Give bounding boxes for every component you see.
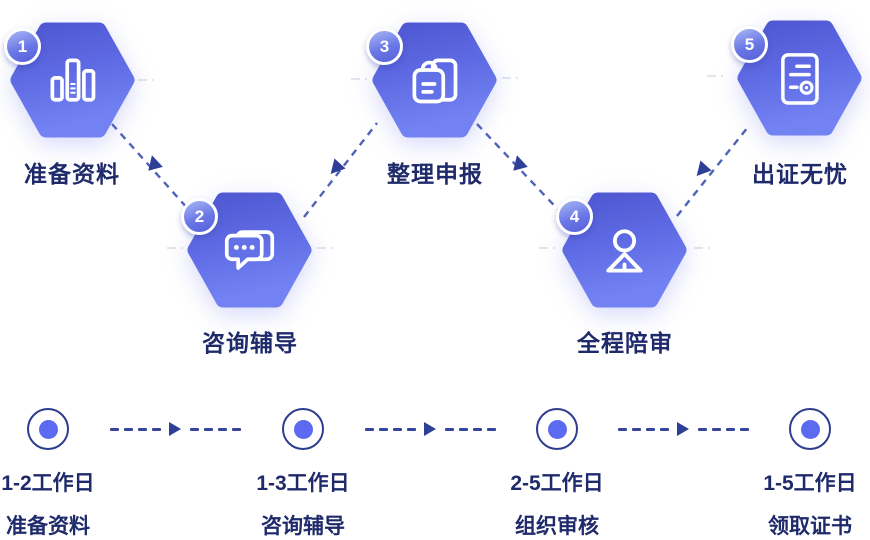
arrow-right-icon: [677, 422, 689, 436]
step-label-4: 全程陪审: [577, 330, 673, 356]
step-number: 3: [379, 36, 390, 56]
timeline-label: 组织审核: [515, 515, 599, 538]
hexagon-shape: [10, 22, 135, 138]
step-hexagon-4: 4: [556, 192, 687, 308]
timeline-duration: 1-5工作日: [763, 472, 857, 495]
step-number-badge: 1: [4, 28, 41, 65]
timeline-label: 准备资料: [6, 515, 90, 538]
timeline-dot-inner: [293, 419, 313, 439]
arrow-right-icon: [424, 422, 436, 436]
arrow-right-icon: [169, 422, 181, 436]
timeline-dot-inner: [800, 419, 820, 439]
arrowhead-icon: [330, 158, 346, 174]
timeline-label: 领取证书: [768, 515, 852, 538]
person-icon: [606, 229, 643, 273]
hexagon-shape: [737, 20, 862, 136]
step-hexagon-1: 1: [4, 22, 135, 138]
step-label-2: 咨询辅导: [202, 330, 298, 356]
timeline-node-4: 1-5工作日 领取证书: [725, 408, 870, 540]
chat-bubbles-icon: [224, 230, 275, 270]
step-number: 5: [744, 34, 755, 54]
timeline-node-3: 2-5工作日 组织审核: [472, 408, 642, 540]
timeline-dot-inner: [38, 419, 58, 439]
step-number: 1: [17, 36, 28, 56]
timeline-connector: [355, 422, 505, 436]
timeline-dot: [789, 408, 831, 450]
briefcase-document-icon: [412, 58, 458, 104]
timeline-dot: [27, 408, 69, 450]
arrowhead-icon: [696, 160, 712, 176]
timeline-dot-inner: [547, 419, 567, 439]
timeline-node-1: 1-2工作日 准备资料: [0, 408, 133, 540]
step-number-badge: 4: [556, 198, 593, 235]
step-label-5: 出证无忧: [752, 161, 848, 187]
step-hexagon-5: 5: [731, 20, 862, 136]
timeline-label: 咨询辅导: [261, 515, 345, 538]
timeline-connector: [100, 422, 250, 436]
step-hexagon-3: 3: [366, 22, 497, 138]
step-number: 2: [194, 206, 205, 226]
step-number-badge: 5: [731, 26, 768, 63]
bar-chart-icon: [50, 58, 96, 102]
step-label-1: 准备资料: [24, 161, 120, 187]
step-number-badge: 2: [181, 198, 218, 235]
timeline-duration: 1-2工作日: [1, 472, 95, 495]
step-number: 4: [569, 206, 580, 226]
timeline-dot: [536, 408, 578, 450]
timeline-connector: [608, 422, 758, 436]
timeline-duration: 1-3工作日: [256, 472, 350, 495]
certificate-icon: [781, 53, 819, 105]
step-hexagon-2: 2: [181, 192, 312, 308]
timeline-dot: [282, 408, 324, 450]
timeline-node-2: 1-3工作日 咨询辅导: [218, 408, 388, 540]
step-number-badge: 3: [366, 28, 403, 65]
step-label-3: 整理申报: [387, 161, 483, 187]
timeline-duration: 2-5工作日: [510, 472, 604, 495]
